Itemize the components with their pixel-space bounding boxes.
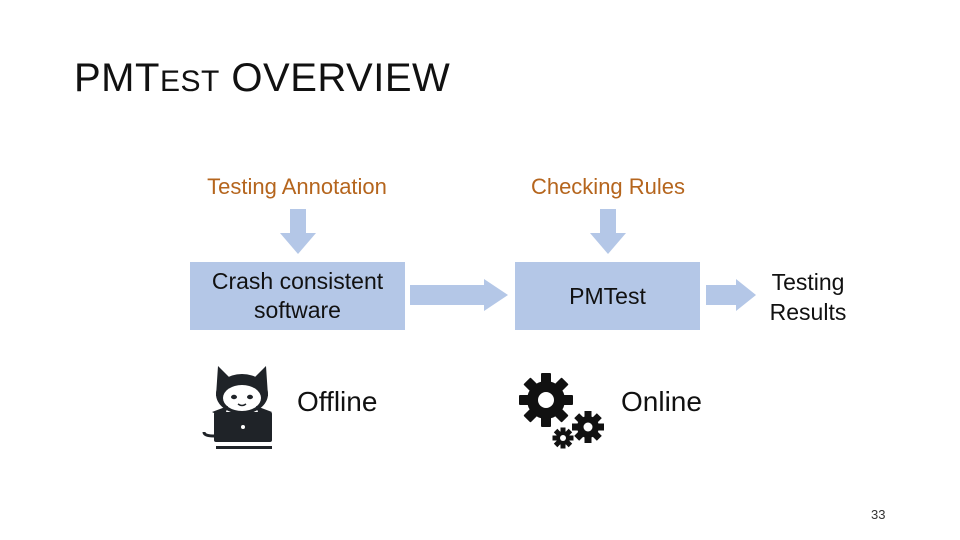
pmtest-box: PMTest (515, 262, 700, 330)
results-line1: Testing (771, 269, 845, 295)
software-box-line1: Crash consistent (211, 268, 384, 295)
online-label: Online (621, 386, 702, 417)
title-part1: PMT (74, 56, 160, 100)
down-arrow-annotation (280, 209, 316, 254)
cat-at-laptop-icon (202, 366, 272, 449)
testing-annotation-label: Testing Annotation (207, 174, 387, 199)
title-small-caps: EST (159, 65, 220, 98)
page-number: 33 (871, 507, 886, 522)
title-part2: OVERVIEW (219, 56, 451, 100)
right-arrow-to-pmtest (410, 279, 508, 311)
pmtest-box-label: PMTest (569, 282, 646, 309)
software-box-line2: software (254, 297, 341, 323)
crash-consistent-software-box: Crash consistent software (190, 262, 405, 330)
down-arrow-rules (590, 209, 626, 254)
results-line2: Results (769, 298, 847, 325)
offline-label: Offline (297, 386, 378, 417)
gears-icon (519, 373, 604, 449)
checking-rules-label: Checking Rules (530, 174, 686, 199)
testing-results-text: Testing Results (752, 268, 864, 328)
right-arrow-to-results (706, 279, 756, 311)
slide-title: PMTEST OVERVIEW (74, 56, 450, 101)
